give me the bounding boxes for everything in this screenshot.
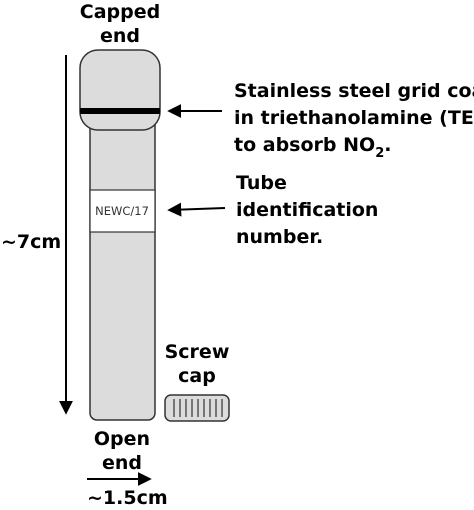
tube-cap: [79, 49, 161, 131]
grid-label-line1: Stainless steel grid coated: [234, 80, 474, 102]
tube-id-pointer-arrow: [167, 202, 226, 217]
length-label: ~7cm: [1, 231, 61, 253]
capped-end-label-line2: end: [100, 25, 140, 47]
tube-id-label-line2: identification: [236, 199, 378, 221]
grid-label-line3: to absorb NO2.: [234, 134, 391, 161]
grid-label-line3-sub: 2: [375, 146, 384, 161]
grid-label-line3-suffix: .: [384, 134, 391, 156]
screw-cap-label-line1: Screw: [165, 341, 230, 363]
tube-id-text: NEWC/17: [95, 204, 149, 218]
screw-cap-icon: [164, 394, 230, 422]
open-end-label-line1: Open: [94, 428, 150, 450]
grid-label-line2: in triethanolamine (TEA): [234, 107, 474, 129]
open-end-label-line2: end: [102, 452, 142, 474]
tube-id-label-line1: Tube: [236, 172, 287, 194]
tube-id-box: [89, 189, 156, 233]
capped-end-label-line1: Capped: [80, 1, 160, 23]
tube-id-label-line3: number.: [236, 226, 323, 248]
steel-grid-band: [80, 108, 160, 114]
width-label: ~1.5cm: [87, 487, 168, 509]
grid-label-line3-prefix: to absorb NO: [234, 134, 375, 156]
screw-cap-label-line2: cap: [178, 365, 216, 387]
